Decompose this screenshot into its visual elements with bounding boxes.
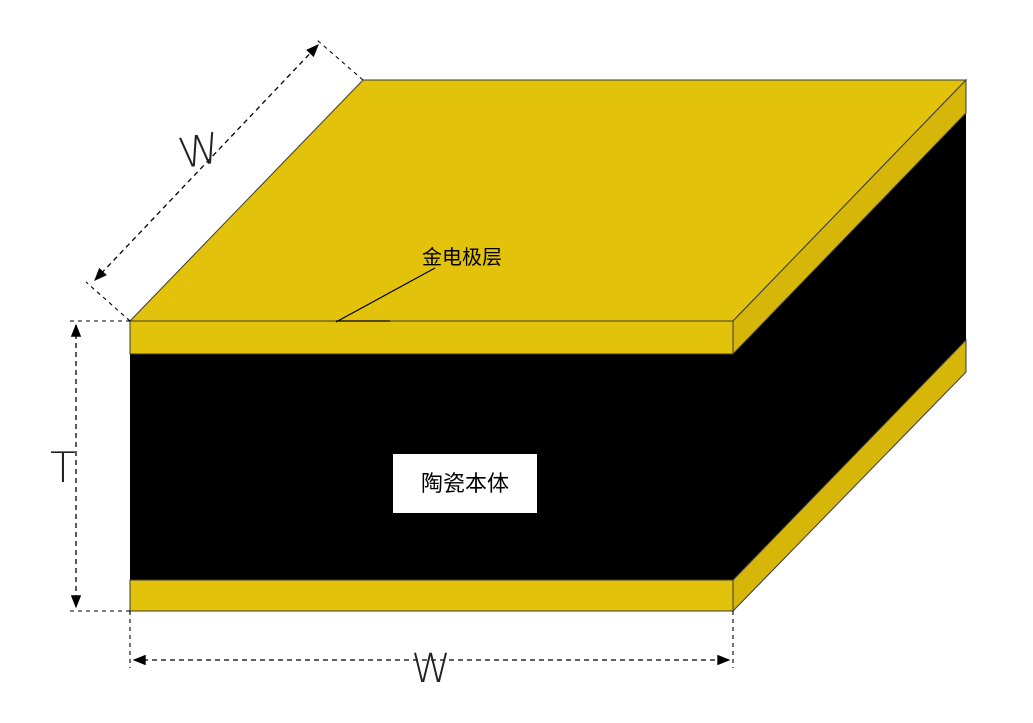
electrode-leader-line	[335, 267, 436, 323]
w-depth-label: W	[175, 123, 224, 178]
ceramic-body-side	[733, 113, 966, 580]
w-depth-extension-top	[316, 39, 364, 81]
ceramic-body-label: 陶瓷本体	[421, 472, 509, 497]
w-width-label: W	[411, 646, 451, 692]
bottom-electrode-side	[732, 338, 967, 613]
top-electrode-front	[129, 320, 734, 355]
w-depth-extension-bottom	[85, 281, 131, 322]
bottom-electrode-front	[129, 579, 734, 612]
ceramic-label-box	[393, 454, 537, 513]
top-electrode-side	[732, 78, 967, 356]
electrode-layer-label: 金电极层	[422, 245, 502, 269]
t-label: T	[50, 443, 76, 492]
